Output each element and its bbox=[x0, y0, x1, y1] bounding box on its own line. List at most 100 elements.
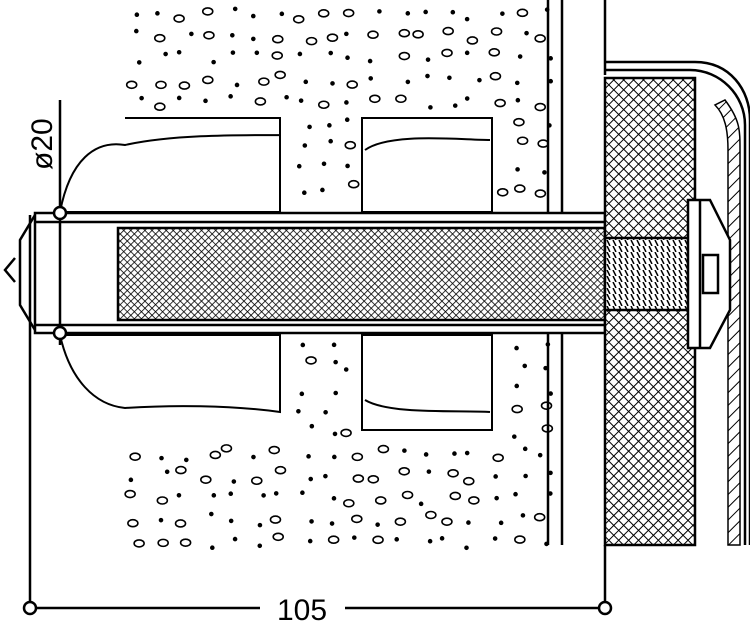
aggregate-speck bbox=[174, 519, 187, 528]
aggregate-speck bbox=[134, 28, 139, 34]
aggregate-speck bbox=[401, 490, 414, 500]
aggregate-speck bbox=[418, 501, 424, 507]
aggregate-speck bbox=[328, 138, 333, 144]
aggregate-speck bbox=[274, 70, 286, 80]
aggregate-speck bbox=[344, 100, 349, 105]
aggregate-speck bbox=[232, 6, 238, 12]
aggregate-speck bbox=[179, 538, 192, 547]
aggregate-speck bbox=[307, 124, 312, 130]
aggregate-speck bbox=[511, 434, 517, 439]
aggregate-speck bbox=[309, 519, 314, 524]
aggregate-speck bbox=[230, 32, 235, 38]
aggregate-speck bbox=[540, 401, 553, 410]
aggregate-speck bbox=[200, 475, 212, 484]
aggregate-speck bbox=[228, 491, 234, 497]
aggregate-speck bbox=[157, 538, 169, 548]
aggregate-speck bbox=[514, 345, 519, 351]
aggregate-speck bbox=[346, 80, 359, 89]
aggregate-speck bbox=[548, 78, 554, 84]
aggregate-speck bbox=[522, 363, 528, 369]
aggregate-speck bbox=[464, 50, 470, 56]
aggregate-speck bbox=[134, 12, 140, 18]
aggregate-speck bbox=[269, 515, 282, 524]
aggregate-speck bbox=[329, 521, 335, 526]
aggregate-speck bbox=[273, 491, 279, 496]
aggregate-speck bbox=[232, 536, 238, 542]
aggregate-speck bbox=[299, 391, 305, 397]
aggregate-speck bbox=[303, 79, 309, 85]
aggregate-speck bbox=[514, 383, 520, 389]
aggregate-speck bbox=[395, 94, 407, 104]
aggregate-speck bbox=[327, 535, 340, 545]
aggregate-speck bbox=[296, 163, 302, 169]
aggregate-speck bbox=[257, 543, 263, 549]
insulation-panel bbox=[603, 60, 750, 547]
aggregate-speck bbox=[352, 535, 357, 540]
aggregate-speck bbox=[514, 535, 526, 544]
aggregate-speck bbox=[447, 468, 459, 478]
aggregate-speck bbox=[164, 469, 170, 475]
diameter-label: ø20 bbox=[26, 118, 59, 170]
aggregate-speck bbox=[211, 493, 217, 498]
aggregate-speck bbox=[254, 97, 267, 106]
aggregate-speck bbox=[423, 9, 428, 15]
aggregate-speck bbox=[331, 496, 337, 501]
aggregate-speck bbox=[321, 161, 327, 167]
anchor-sleeve bbox=[3, 211, 607, 335]
aggregate-speck bbox=[428, 105, 433, 110]
aggregate-speck bbox=[402, 448, 407, 453]
aggregate-speck bbox=[398, 51, 411, 61]
aggregate-speck bbox=[309, 423, 315, 429]
aggregate-speck bbox=[351, 514, 363, 524]
aggregate-speck bbox=[317, 9, 330, 18]
aggregate-speck bbox=[351, 452, 364, 462]
aggregate-speck bbox=[477, 77, 482, 83]
aggregate-speck bbox=[228, 94, 233, 99]
aggregate-speck bbox=[125, 80, 138, 90]
aggregate-speck bbox=[272, 532, 285, 542]
aggregate-speck bbox=[466, 520, 471, 525]
aggregate-speck bbox=[534, 189, 547, 198]
aggregate-speck bbox=[425, 57, 431, 62]
aggregate-speck bbox=[405, 79, 411, 85]
aggregate-speck bbox=[231, 479, 237, 484]
aggregate-speck bbox=[441, 48, 453, 58]
aggregate-speck bbox=[305, 36, 318, 46]
aggregate-speck bbox=[464, 450, 470, 456]
aggregate-speck bbox=[513, 117, 525, 127]
aggregate-speck bbox=[548, 391, 553, 396]
aggregate-speck bbox=[296, 409, 301, 414]
aggregate-speck bbox=[176, 492, 182, 498]
aggregate-speck bbox=[498, 520, 504, 526]
aggregate-speck bbox=[300, 490, 305, 496]
aggregate-speck bbox=[176, 49, 182, 55]
aggregate-speck bbox=[251, 36, 256, 42]
aggregate-speck bbox=[367, 474, 380, 484]
aggregate-speck bbox=[305, 356, 317, 365]
aggregate-speck bbox=[548, 470, 553, 476]
aggregate-speck bbox=[323, 473, 328, 479]
aggregate-speck bbox=[220, 444, 233, 453]
aggregate-speck bbox=[344, 117, 350, 122]
aggregate-speck bbox=[343, 498, 355, 508]
aggregate-speck bbox=[347, 179, 360, 189]
aggregate-speck bbox=[202, 75, 214, 85]
aggregate-speck bbox=[524, 30, 529, 36]
aggregate-speck bbox=[178, 81, 191, 90]
aggregate-speck bbox=[271, 51, 284, 60]
screw bbox=[603, 198, 732, 350]
aggregate-speck bbox=[496, 187, 509, 197]
aggregate-speck bbox=[516, 136, 529, 146]
aggregate-speck bbox=[522, 446, 528, 452]
aggregate-speck bbox=[332, 454, 337, 460]
aggregate-speck bbox=[250, 13, 256, 19]
aggregate-speck bbox=[369, 94, 381, 104]
aggregate-speck bbox=[154, 102, 166, 112]
aggregate-speck bbox=[450, 9, 456, 15]
aggregate-speck bbox=[516, 8, 529, 18]
aggregate-speck bbox=[279, 11, 285, 17]
aggregate-speck bbox=[158, 517, 164, 523]
aggregate-speck bbox=[492, 536, 498, 541]
aggregate-speck bbox=[513, 491, 518, 497]
